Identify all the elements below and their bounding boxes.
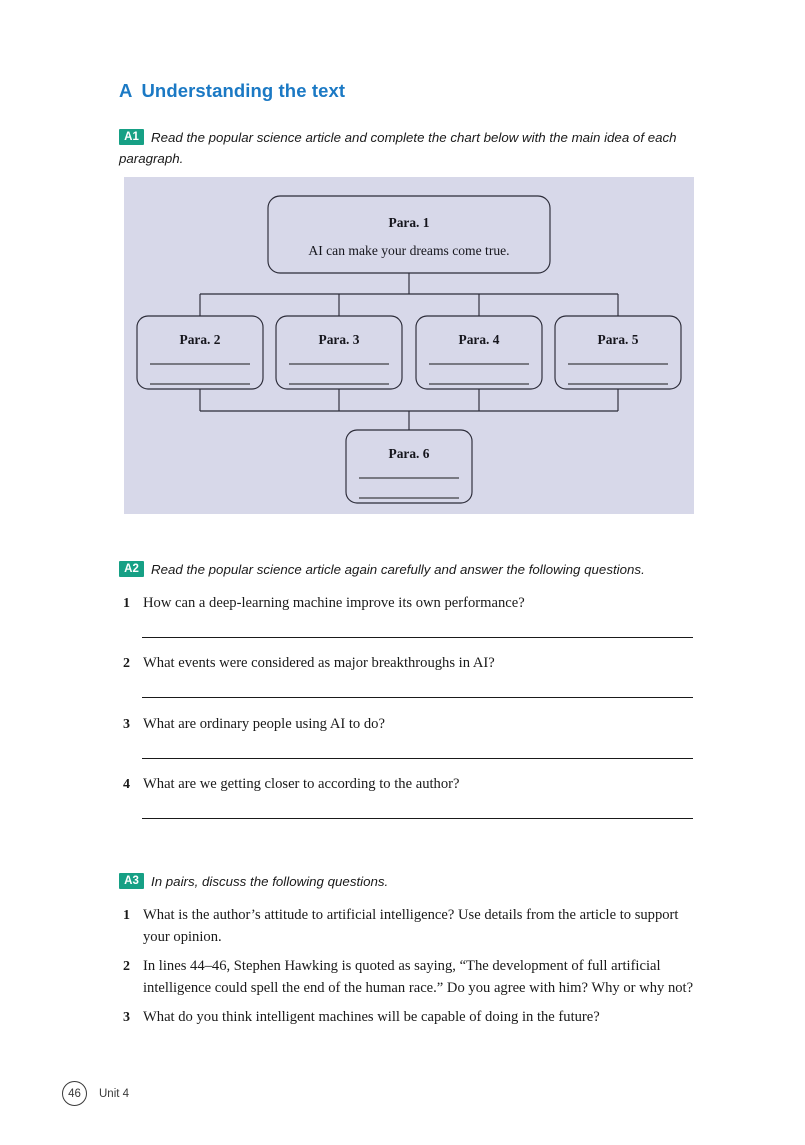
chart-node-p4-title: Para. 4	[459, 332, 500, 347]
question-number: 4	[123, 777, 130, 792]
activity-badge-a1: A1	[119, 129, 144, 145]
question-text: In lines 44–46, Stephen Hawking is quote…	[143, 958, 694, 996]
question-item: 1 What is the author’s attitude to artif…	[119, 905, 697, 948]
chart-node-p5-title: Para. 5	[598, 332, 639, 347]
question-text: What do you think intelligent machines w…	[143, 1009, 600, 1025]
question-item: 4 What are we getting closer to accordin…	[119, 774, 697, 796]
activity-a1-instruction-text: Read the popular science article and com…	[119, 130, 677, 166]
chart-node-p1: Para. 1 AI can make your dreams come tru…	[267, 195, 551, 274]
chart-node-p6-title: Para. 6	[389, 446, 430, 461]
chart-node-p5: Para. 5	[554, 315, 682, 390]
unit-label: Unit 4	[99, 1087, 130, 1100]
question-item: 3 What are ordinary people using AI to d…	[119, 714, 697, 736]
chart-node-p2: Para. 2	[136, 315, 264, 390]
activity-a3-instruction-text: In pairs, discuss the following question…	[151, 874, 389, 889]
section-title: Understanding the text	[141, 80, 346, 101]
question-number: 2	[123, 959, 130, 974]
question-item: 3 What do you think intelligent machines…	[119, 1007, 697, 1029]
chart-node-p2-title: Para. 2	[180, 332, 221, 347]
question-text: What events were considered as major bre…	[143, 655, 495, 671]
answer-rule-a2-3[interactable]	[142, 758, 693, 759]
question-number: 3	[123, 1010, 130, 1025]
question-number: 3	[123, 717, 130, 732]
chart-node-p3: Para. 3	[275, 315, 403, 390]
question-number: 1	[123, 908, 130, 923]
chart-node-p6: Para. 6	[345, 429, 473, 504]
answer-rule-a2-4[interactable]	[142, 818, 693, 819]
activity-badge-a2: A2	[119, 561, 144, 577]
chart-node-p3-title: Para. 3	[319, 332, 360, 347]
question-text: What is the author’s attitude to artific…	[143, 907, 679, 945]
question-text: What are ordinary people using AI to do?	[143, 716, 385, 732]
activity-a2-question-list: 4 What are we getting closer to accordin…	[119, 774, 697, 796]
section-letter: A	[119, 80, 133, 101]
activity-a2-question-list: 2 What events were considered as major b…	[119, 653, 697, 675]
question-text: How can a deep-learning machine improve …	[143, 595, 525, 611]
activity-a2-instruction-text: Read the popular science article again c…	[151, 562, 645, 577]
page-number-badge: 46	[62, 1081, 87, 1106]
activity-a2-question-list: 3 What are ordinary people using AI to d…	[119, 714, 697, 736]
question-number: 1	[123, 596, 130, 611]
page-footer: 46 Unit 4	[62, 1081, 129, 1106]
chart-node-p1-body: AI can make your dreams come true.	[308, 243, 509, 258]
activity-a2-question-list: 1 How can a deep-learning machine improv…	[119, 593, 697, 615]
question-item: 2 In lines 44–46, Stephen Hawking is quo…	[119, 956, 697, 999]
activity-a3-question-list: 1 What is the author’s attitude to artif…	[119, 905, 697, 1029]
paragraph-chart-panel: Para. 1 AI can make your dreams come tru…	[124, 177, 694, 514]
answer-rule-a2-2[interactable]	[142, 697, 693, 698]
chart-connectors	[199, 273, 619, 430]
question-item: 1 How can a deep-learning machine improv…	[119, 593, 697, 615]
activity-a3-instruction: A3 In pairs, discuss the following questi…	[119, 871, 697, 892]
activity-badge-a3: A3	[119, 873, 144, 889]
activity-a2-instruction: A2 Read the popular science article again…	[119, 559, 697, 580]
chart-node-p1-title: Para. 1	[389, 215, 430, 230]
page-title: A Understanding the text	[119, 80, 345, 102]
question-item: 2 What events were considered as major b…	[119, 653, 697, 675]
question-text: What are we getting closer to according …	[143, 776, 460, 792]
question-number: 2	[123, 656, 130, 671]
answer-rule-a2-1[interactable]	[142, 637, 693, 638]
chart-node-p4: Para. 4	[415, 315, 543, 390]
